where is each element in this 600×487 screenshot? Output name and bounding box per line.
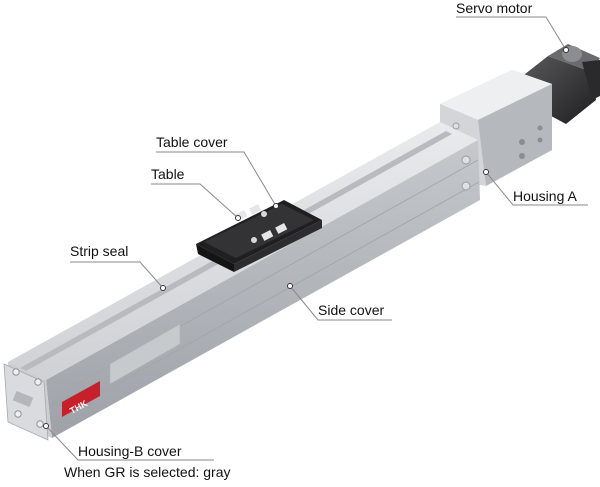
label-table-cover: Table cover [156,134,228,150]
label-housing-b-cover: Housing-B cover [78,443,182,459]
label-table: Table [151,166,185,182]
label-housing-a: Housing A [513,188,577,204]
table [196,200,322,272]
leader-housing-a [485,171,588,206]
housing-b-cover [3,362,52,441]
label-strip-seal: Strip seal [70,243,129,259]
leader-table-cover [156,151,277,207]
leader-housing-b-cover [45,425,214,461]
label-servo-motor: Servo motor [456,0,533,16]
label-housing-b-note: When GR is selected: gray [64,464,231,480]
leader-servo-motor [456,16,567,51]
leader-lines [45,16,588,461]
leader-side-cover [289,285,392,321]
label-side-cover: Side cover [318,302,385,318]
leader-table [151,183,239,219]
leader-endpoints [43,47,569,429]
leader-strip-seal [70,261,164,289]
rail-body [8,122,480,438]
